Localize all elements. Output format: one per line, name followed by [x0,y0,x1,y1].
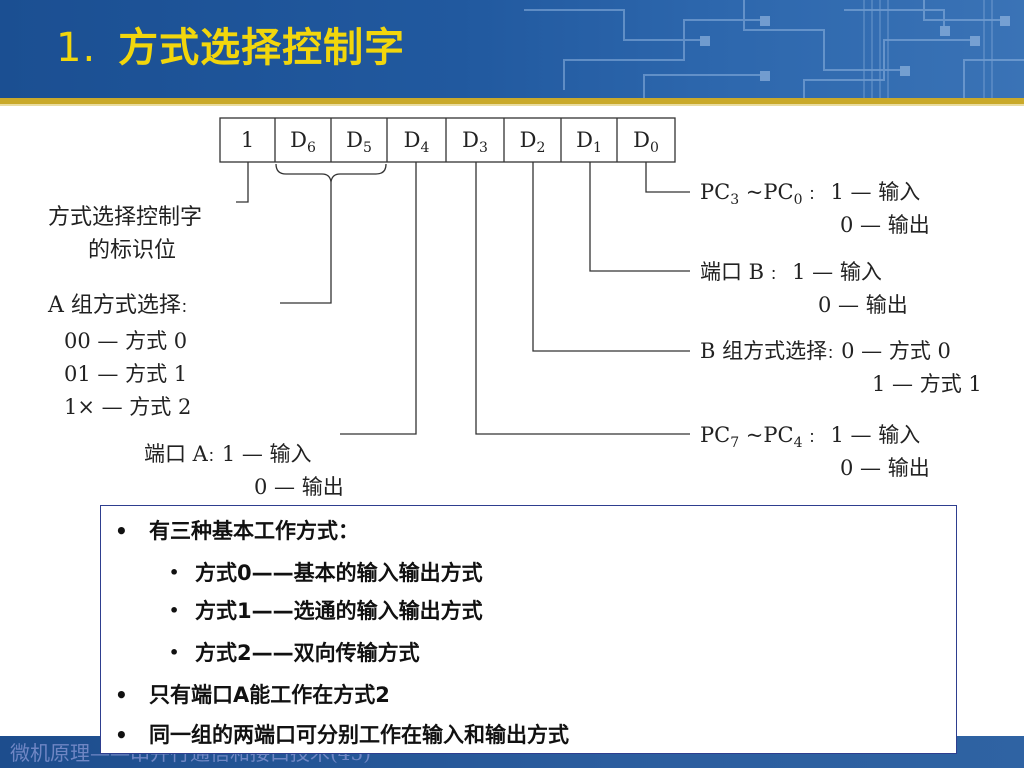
port-a-label: 端口 A：1 — 输入 [144,442,312,466]
register-bit-d1: D1 [576,128,602,157]
register-bit-d3: D3 [462,128,488,157]
group-b-label: B 组方式选择：0 — 方式 0 [700,339,951,363]
sub-bullet-dot: • [169,563,180,582]
sub-bullet-dot: • [169,643,180,662]
pc-high-label: PC7 ~PC4：1 — 输入 [700,423,921,452]
slide-title-text: 方式选择控制字 [118,25,406,71]
flag-bit-label-line2: 的标识位 [88,238,177,263]
group-b-line [532,162,690,352]
register-bit-d7: 1 [240,128,255,152]
header-gold-rule [0,98,1024,104]
bullet-box: • 有三种基本工作方式： • 方式0——基本的输入输出方式 • 方式1——选通的… [100,505,957,754]
register-bit-d5: D5 [346,128,372,157]
group-a-line [280,182,332,304]
pc-high-option-2: 0 — 输出 [840,456,930,480]
port-b-label: 端口 B：1 — 输入 [700,260,882,284]
pc-low-option-2: 0 — 输出 [840,213,930,237]
bullet-item-port-a: 只有端口A能工作在方式2 [149,683,390,707]
group-a-option-3: 1× — 方式 2 [64,395,192,419]
bullet-dot: • [115,519,128,543]
control-word-diagram: 1 D6 D5 D4 D3 D2 D1 D0 方式选择控制字 的标识位 A 组方… [0,106,1024,506]
sub-bullet-mode2: 方式2——双向传输方式 [195,641,420,665]
header-light-rule [0,104,1024,106]
group-a-brace [275,163,387,183]
pc-low-line [645,162,690,193]
circuit-board-decoration [524,0,1024,98]
flag-bit-label-line1: 方式选择控制字 [48,205,203,230]
slide-title: 1. 方式选择控制字 [56,18,405,78]
register-box [219,117,676,163]
diagram-lines [219,117,690,435]
flag-bit-line [236,162,249,203]
bullet-dot: • [115,683,128,707]
group-a-option-1: 00 — 方式 0 [64,329,188,353]
register-bit-d4: D4 [403,128,430,157]
port-a-line [340,162,417,435]
sub-bullet-mode0: 方式0——基本的输入输出方式 [195,561,483,585]
register-bit-d0: D0 [633,128,659,157]
pc-low-label: PC3 ~PC0：1 — 输入 [700,180,921,209]
bullet-dot: • [115,723,128,747]
header-banner: 1. 方式选择控制字 [0,0,1024,98]
bullet-item-modes: 有三种基本工作方式： [149,519,359,543]
port-b-line [589,162,690,272]
pc-high-line [475,162,690,435]
port-b-option-2: 0 — 输出 [818,293,908,317]
group-a-option-2: 01 — 方式 1 [64,362,188,386]
group-b-option-2: 1 — 方式 1 [872,372,982,396]
register-bit-d6: D6 [290,128,316,157]
group-a-label: A 组方式选择： [48,293,195,318]
bullet-item-group-ports: 同一组的两端口可分别工作在输入和输出方式 [149,723,569,747]
sub-bullet-dot: • [169,601,180,620]
register-bit-d2: D2 [519,128,546,157]
sub-bullet-mode1: 方式1——选通的输入输出方式 [195,599,483,623]
port-a-option-2: 0 — 输出 [254,475,344,499]
slide-title-number: 1. [56,25,97,71]
